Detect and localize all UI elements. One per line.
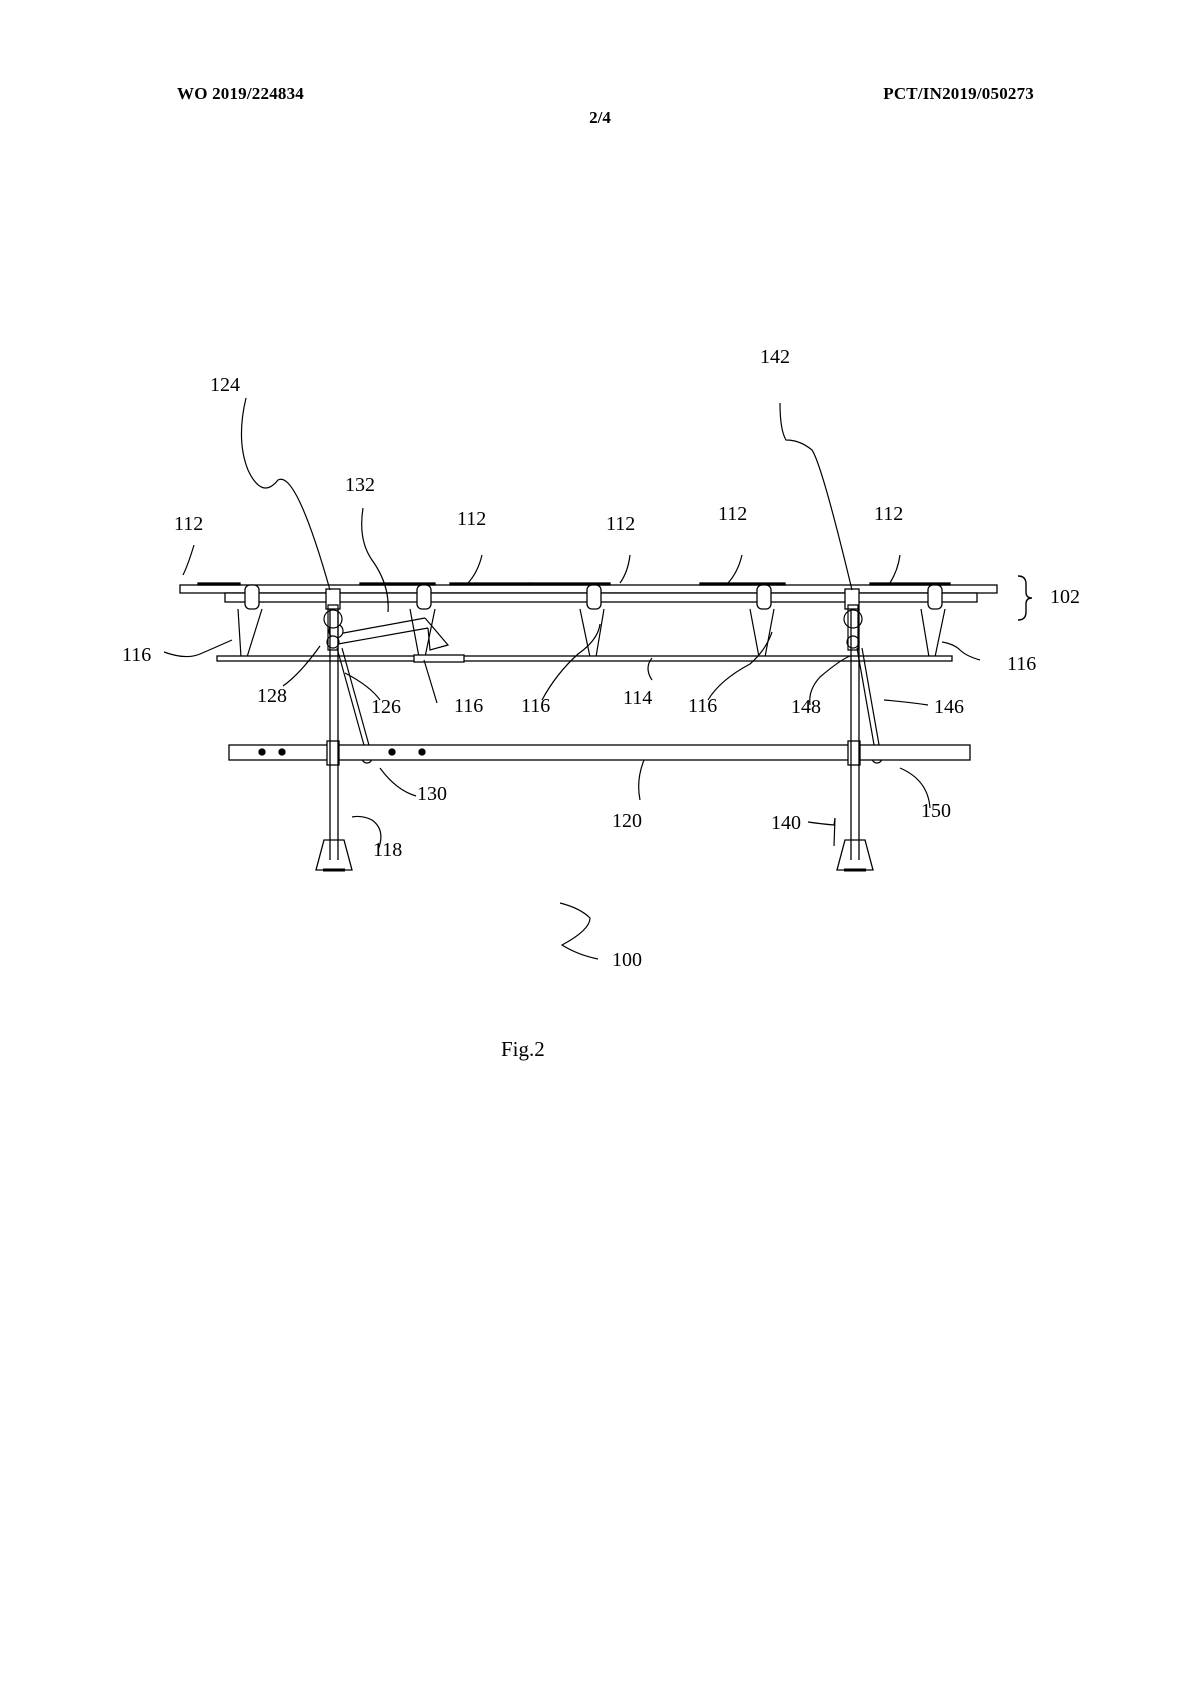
ref-label-132: 132 xyxy=(345,474,375,496)
ref-label-116: 116 xyxy=(122,644,151,666)
ref-label-102: 102 xyxy=(1050,586,1080,608)
ref-label-120: 120 xyxy=(612,810,642,832)
right-drive-unit xyxy=(844,605,882,763)
ref-label-116: 116 xyxy=(521,695,550,717)
ref-label-150: 150 xyxy=(921,800,951,822)
ref-label-112: 112 xyxy=(457,508,486,530)
ref-label-146: 146 xyxy=(934,696,964,718)
ref-label-116: 116 xyxy=(688,695,717,717)
ref-label-112: 112 xyxy=(718,503,747,525)
ref-label-112: 112 xyxy=(874,503,903,525)
figure-caption: Fig.2 xyxy=(501,1037,545,1062)
ref-label-140: 140 xyxy=(771,812,801,834)
panel-assembly xyxy=(180,583,997,609)
ref-label-116: 116 xyxy=(1007,653,1036,675)
ref-label-118: 118 xyxy=(373,839,402,861)
ref-label-142: 142 xyxy=(760,346,790,368)
ref-label-114: 114 xyxy=(623,687,652,709)
ref-label-100: 100 xyxy=(612,949,642,971)
ref-label-128: 128 xyxy=(257,685,287,707)
assembly-brace xyxy=(1018,576,1032,620)
ref-label-126: 126 xyxy=(371,696,401,718)
ref-label-148: 148 xyxy=(791,696,821,718)
ref-label-124: 124 xyxy=(210,374,240,396)
ref-label-112: 112 xyxy=(174,513,203,535)
ref-label-116: 116 xyxy=(454,695,483,717)
ref-label-130: 130 xyxy=(417,783,447,805)
ref-label-112: 112 xyxy=(606,513,635,535)
leader-lines xyxy=(164,398,980,959)
